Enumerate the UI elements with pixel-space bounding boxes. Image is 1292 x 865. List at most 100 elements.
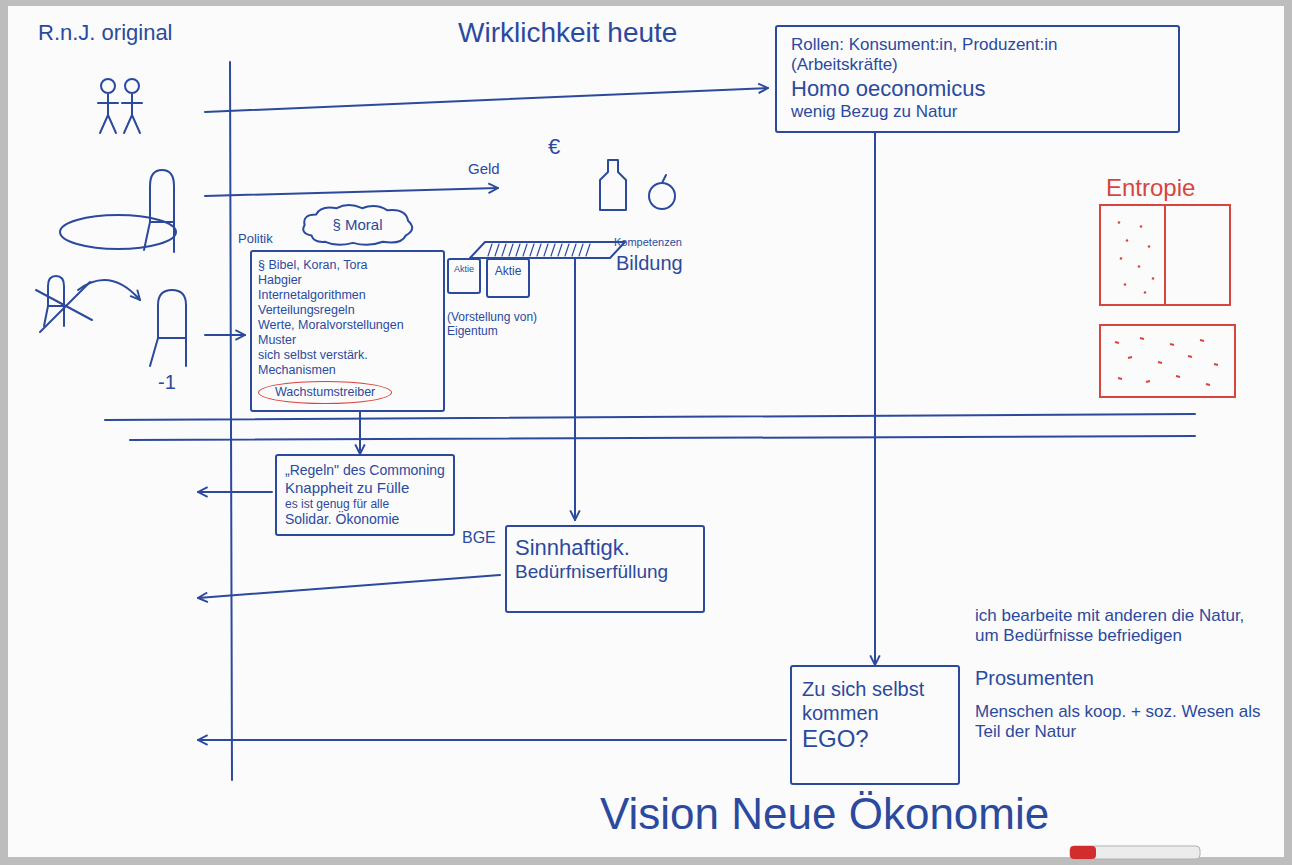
node-text: Rollen: Konsument:in, Produzent:in (Arbe… <box>791 35 1164 76</box>
board-label: -1 <box>158 370 176 394</box>
node-text: Zu sich selbst kommen <box>802 677 948 725</box>
entropy-dots <box>1115 338 1218 385</box>
node-text: Habgier <box>258 273 437 288</box>
board-label: R.n.J. original <box>38 20 173 46</box>
board-label: Menschen als koop. + soz. Wesen als Teil… <box>975 702 1270 743</box>
bottle-symbol <box>600 160 626 210</box>
arrow-line <box>78 280 140 300</box>
ink-drawing <box>36 62 1195 780</box>
divider-line <box>230 62 232 780</box>
label-holder: (Vorstellung von) Eigentum <box>447 310 559 339</box>
connector-arrow <box>359 412 361 454</box>
arrow-line <box>198 491 272 493</box>
node-text: § Moral <box>332 216 382 234</box>
node-text: Solidar. Ökonomie <box>285 511 445 528</box>
node-text: Verteilungsregeln <box>258 303 437 318</box>
horizontal-line <box>130 436 1195 440</box>
node-text: Werte, Moralvorstellungen <box>258 318 437 333</box>
board-label: Bildung <box>616 251 683 275</box>
arrow-line <box>205 334 245 336</box>
stick-figure <box>122 79 142 133</box>
node-text: wenig Bezug zu Natur <box>791 102 1164 122</box>
label-holder: € <box>548 134 560 160</box>
cloud-path <box>303 205 412 245</box>
commoning-box: „Regeln" des CommoningKnappheit zu Fülle… <box>275 454 455 536</box>
arrow-line <box>205 88 768 112</box>
marker-cap <box>1070 846 1096 859</box>
board-label: (Vorstellung von) Eigentum <box>447 310 559 339</box>
node-text: Internetalgorithmen <box>258 288 437 303</box>
rules-box: § Bibel, Koran, ToraHabgierInternetalgor… <box>250 250 445 412</box>
entropy-box <box>1100 205 1230 305</box>
board-label: ich bearbeite mit anderen die Natur, um … <box>975 606 1270 647</box>
node-text: Aktie <box>491 264 525 278</box>
board-label: € <box>548 134 560 160</box>
label-holder: Geld <box>468 160 500 178</box>
board-label: Entropie <box>1106 174 1195 203</box>
label-holder: -1 <box>158 370 176 394</box>
entropy-dots <box>1118 222 1154 293</box>
connector-arrow <box>874 133 876 665</box>
meaning-box: Sinnhaftigk.Bedürfniserfüllung <box>505 525 705 613</box>
label-holder: Prosumenten <box>975 666 1094 690</box>
node-text: Bedürfniserfüllung <box>515 561 695 584</box>
board-label: Prosumenten <box>975 666 1094 690</box>
entropy-drawing <box>1100 205 1235 397</box>
moral-cloud: § Moral <box>300 204 415 246</box>
board-label: Politik <box>238 231 273 247</box>
cross-out <box>36 282 92 332</box>
node-text: Knappheit zu Fülle <box>285 479 445 497</box>
node-text: Muster <box>258 333 437 348</box>
label-holder: ich bearbeite mit anderen die Natur, um … <box>975 606 1270 647</box>
arrow-line <box>205 188 498 196</box>
table-ellipse <box>60 215 176 249</box>
marker-pen <box>1070 846 1200 859</box>
label-holder: Vision Neue Ökonomie <box>600 788 1049 841</box>
node-text: EGO? <box>802 725 948 754</box>
shelf-hatching <box>488 244 590 256</box>
label-holder: Bildung <box>616 251 683 275</box>
arrow-line <box>198 739 786 741</box>
label-holder: BGE <box>462 528 496 547</box>
node-text: Aktie <box>452 264 476 275</box>
chair-symbol <box>144 170 174 252</box>
board-label: Wirklichkeit heute <box>458 16 677 50</box>
label-holder: Kompetenzen <box>614 236 682 249</box>
board-surface <box>8 6 1284 857</box>
shelf-parallelogram <box>470 242 625 258</box>
entropy-divider <box>1164 205 1166 305</box>
node-text: Homo oeconomicus <box>791 76 1164 102</box>
arrow-line <box>574 258 576 520</box>
chair-symbol <box>150 290 186 366</box>
node-text: „Regeln" des Commoning <box>285 462 445 479</box>
label-holder: Wirklichkeit heute <box>458 16 677 50</box>
node-text: Sinnhaftigk. <box>515 535 695 561</box>
share-box: Aktie <box>486 258 530 298</box>
self-box: Zu sich selbst kommenEGO? <box>790 665 960 785</box>
label-holder: Entropie <box>1106 174 1195 203</box>
arrow-line <box>198 575 500 598</box>
apple-symbol <box>649 175 675 209</box>
node-text: Wachstumstreiber <box>258 381 392 404</box>
horizontal-line <box>105 414 1195 420</box>
entropy-box <box>1100 325 1235 397</box>
share-box: Aktie <box>447 258 481 294</box>
label-holder: Politik <box>238 231 273 247</box>
node-text: es ist genug für alle <box>285 497 445 511</box>
node-text: § Bibel, Koran, Tora <box>258 258 437 273</box>
label-holder: R.n.J. original <box>38 20 173 46</box>
node-text: sich selbst verstärk. Mechanismen <box>258 348 437 378</box>
reality-box: Rollen: Konsument:in, Produzent:in (Arbe… <box>775 25 1180 133</box>
board-label: Vision Neue Ökonomie <box>600 788 1049 841</box>
board-label: Geld <box>468 160 500 178</box>
label-holder: Menschen als koop. + soz. Wesen als Teil… <box>975 702 1270 743</box>
stick-figure <box>98 79 118 133</box>
board-label: BGE <box>462 528 496 547</box>
board-label: Kompetenzen <box>614 236 682 249</box>
